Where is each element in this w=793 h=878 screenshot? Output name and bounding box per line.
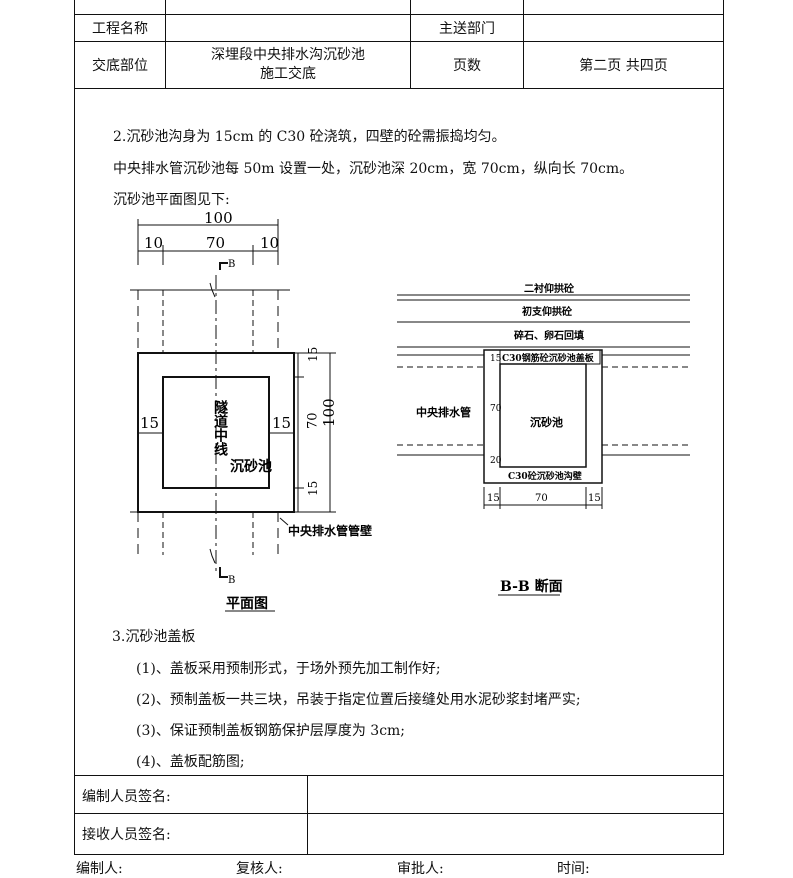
plan-dim-top: 15	[306, 347, 320, 362]
pages-value: 第二页 共四页	[523, 40, 724, 89]
plan-pipe-wall: 中央排水管管壁	[288, 523, 372, 538]
document-frame	[74, 0, 724, 855]
plan-dim-left: 10	[144, 234, 163, 252]
plan-drawing: 100 10 70 10 B 15 15 隧道中线 沉砂池 15 70 15 1…	[130, 209, 372, 612]
paragraph-2: 中央排水管沉砂池每 50m 设置一处，沉砂池深 20cm，宽 70cm，纵向长 …	[113, 161, 634, 177]
receiver-sign-label: 接收人员签名:	[82, 827, 171, 843]
footer-approver: 审批人:	[397, 861, 444, 877]
plan-dim-total: 100	[204, 209, 233, 227]
part-value-line2: 施工交底	[260, 65, 316, 82]
pages-label: 页数	[410, 40, 524, 89]
dept-value	[523, 13, 724, 42]
section-3-title: 3.沉砂池盖板	[112, 629, 196, 645]
sign-divider-top	[74, 775, 724, 776]
section-v70: 70	[490, 404, 502, 414]
section-v20: 20	[490, 456, 502, 466]
footer-maker: 编制人:	[76, 861, 123, 877]
section-layer3: 碎石、卵石回填	[514, 329, 584, 342]
compiler-sign-label: 编制人员签名:	[82, 789, 171, 805]
plan-dim-mid: 70	[206, 234, 225, 252]
section-caption: B-B 断面	[500, 578, 563, 595]
plan-basin: 沉砂池	[230, 458, 272, 475]
plan-dim-bottom: 15	[306, 481, 320, 496]
section-cover: C30钢筋砼沉砂池盖板	[502, 352, 595, 364]
section-pipe: 中央排水管	[416, 405, 471, 419]
section-layer1: 二衬仰拱砼	[524, 282, 574, 295]
paragraph-3: 沉砂池平面图见下:	[113, 192, 230, 208]
dept-label: 主送部门	[410, 13, 524, 42]
sign-divider-vertical	[307, 775, 308, 855]
plan-section-mark-bottom: B	[228, 575, 235, 586]
list-item-1: (1)、盖板采用预制形式，于场外预先加工制作好;	[136, 661, 441, 677]
plan-wall-left: 15	[140, 414, 159, 432]
plan-dim-right: 10	[260, 234, 279, 252]
plan-dim-center: 70	[306, 412, 321, 429]
section-b15a: 15	[487, 493, 500, 504]
paragraph-1: 2.沉砂池沟身为 15cm 的 C30 砼浇筑，四壁的砼需振捣均匀。	[113, 129, 506, 145]
list-item-4: (4)、盖板配筋图;	[136, 754, 245, 770]
section-basin: 沉砂池	[530, 415, 563, 429]
footer-time: 时间:	[557, 861, 590, 877]
section-drawing: 二衬仰拱砼 初支仰拱砼 碎石、卵石回填 C30钢筋砼沉砂池盖板 中央排水管 沉砂…	[397, 282, 690, 596]
plan-section-mark-top: B	[228, 259, 235, 270]
plan-caption: 平面图	[226, 596, 268, 612]
project-label: 工程名称	[74, 13, 166, 42]
section-layer2: 初支仰拱砼	[522, 305, 572, 318]
sign-divider-mid	[74, 813, 724, 814]
section-b70: 70	[535, 493, 548, 504]
footer-checker: 复核人:	[236, 861, 283, 877]
part-value: 深埋段中央排水沟沉砂池 施工交底	[165, 40, 411, 89]
part-label: 交底部位	[74, 40, 166, 89]
part-value-line1: 深埋段中央排水沟沉砂池	[211, 46, 365, 63]
list-item-3: (3)、保证预制盖板钢筋保护层厚度为 3cm;	[136, 723, 406, 739]
project-value	[165, 13, 411, 42]
plan-dim-overall: 100	[320, 398, 338, 427]
section-v15: 15	[490, 354, 502, 364]
plan-wall-right: 15	[272, 414, 291, 432]
header-table: 工程名称 主送部门 交底部位 深埋段中央排水沟沉砂池 施工交底 页数 第二页 共…	[74, 0, 724, 89]
section-bottom: C30砼沉砂池沟壁	[508, 470, 582, 482]
section-b15b: 15	[588, 493, 601, 504]
plan-tunnel-line: 隧道中线	[212, 399, 228, 457]
list-item-2: (2)、预制盖板一共三块，吊装于指定位置后接缝处用水泥砂浆封堵严实;	[136, 692, 581, 708]
